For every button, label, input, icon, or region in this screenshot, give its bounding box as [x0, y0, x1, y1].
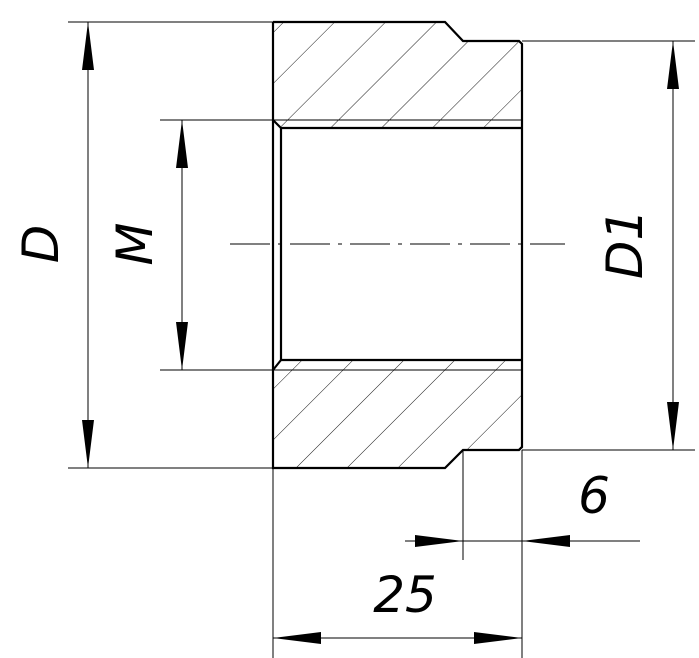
dimension-d1-label: D1	[596, 209, 654, 279]
dimension-6-label: 6	[578, 467, 610, 525]
dimension-d-label: D	[12, 225, 70, 264]
extension-lines	[68, 21, 695, 658]
dimension-d1: D1	[596, 41, 679, 450]
dimension-25-label: 25	[373, 566, 437, 624]
dimension-m: M	[106, 120, 188, 370]
dimension-6: 6	[405, 467, 640, 547]
hatch-top-section	[273, 22, 522, 128]
part-outline	[271, 20, 524, 470]
thread-lines	[273, 119, 522, 371]
hatch-bottom-section	[273, 360, 522, 468]
dimension-m-label: M	[106, 222, 164, 265]
dimension-d: D	[12, 22, 94, 468]
dimension-25: 25	[273, 566, 522, 644]
